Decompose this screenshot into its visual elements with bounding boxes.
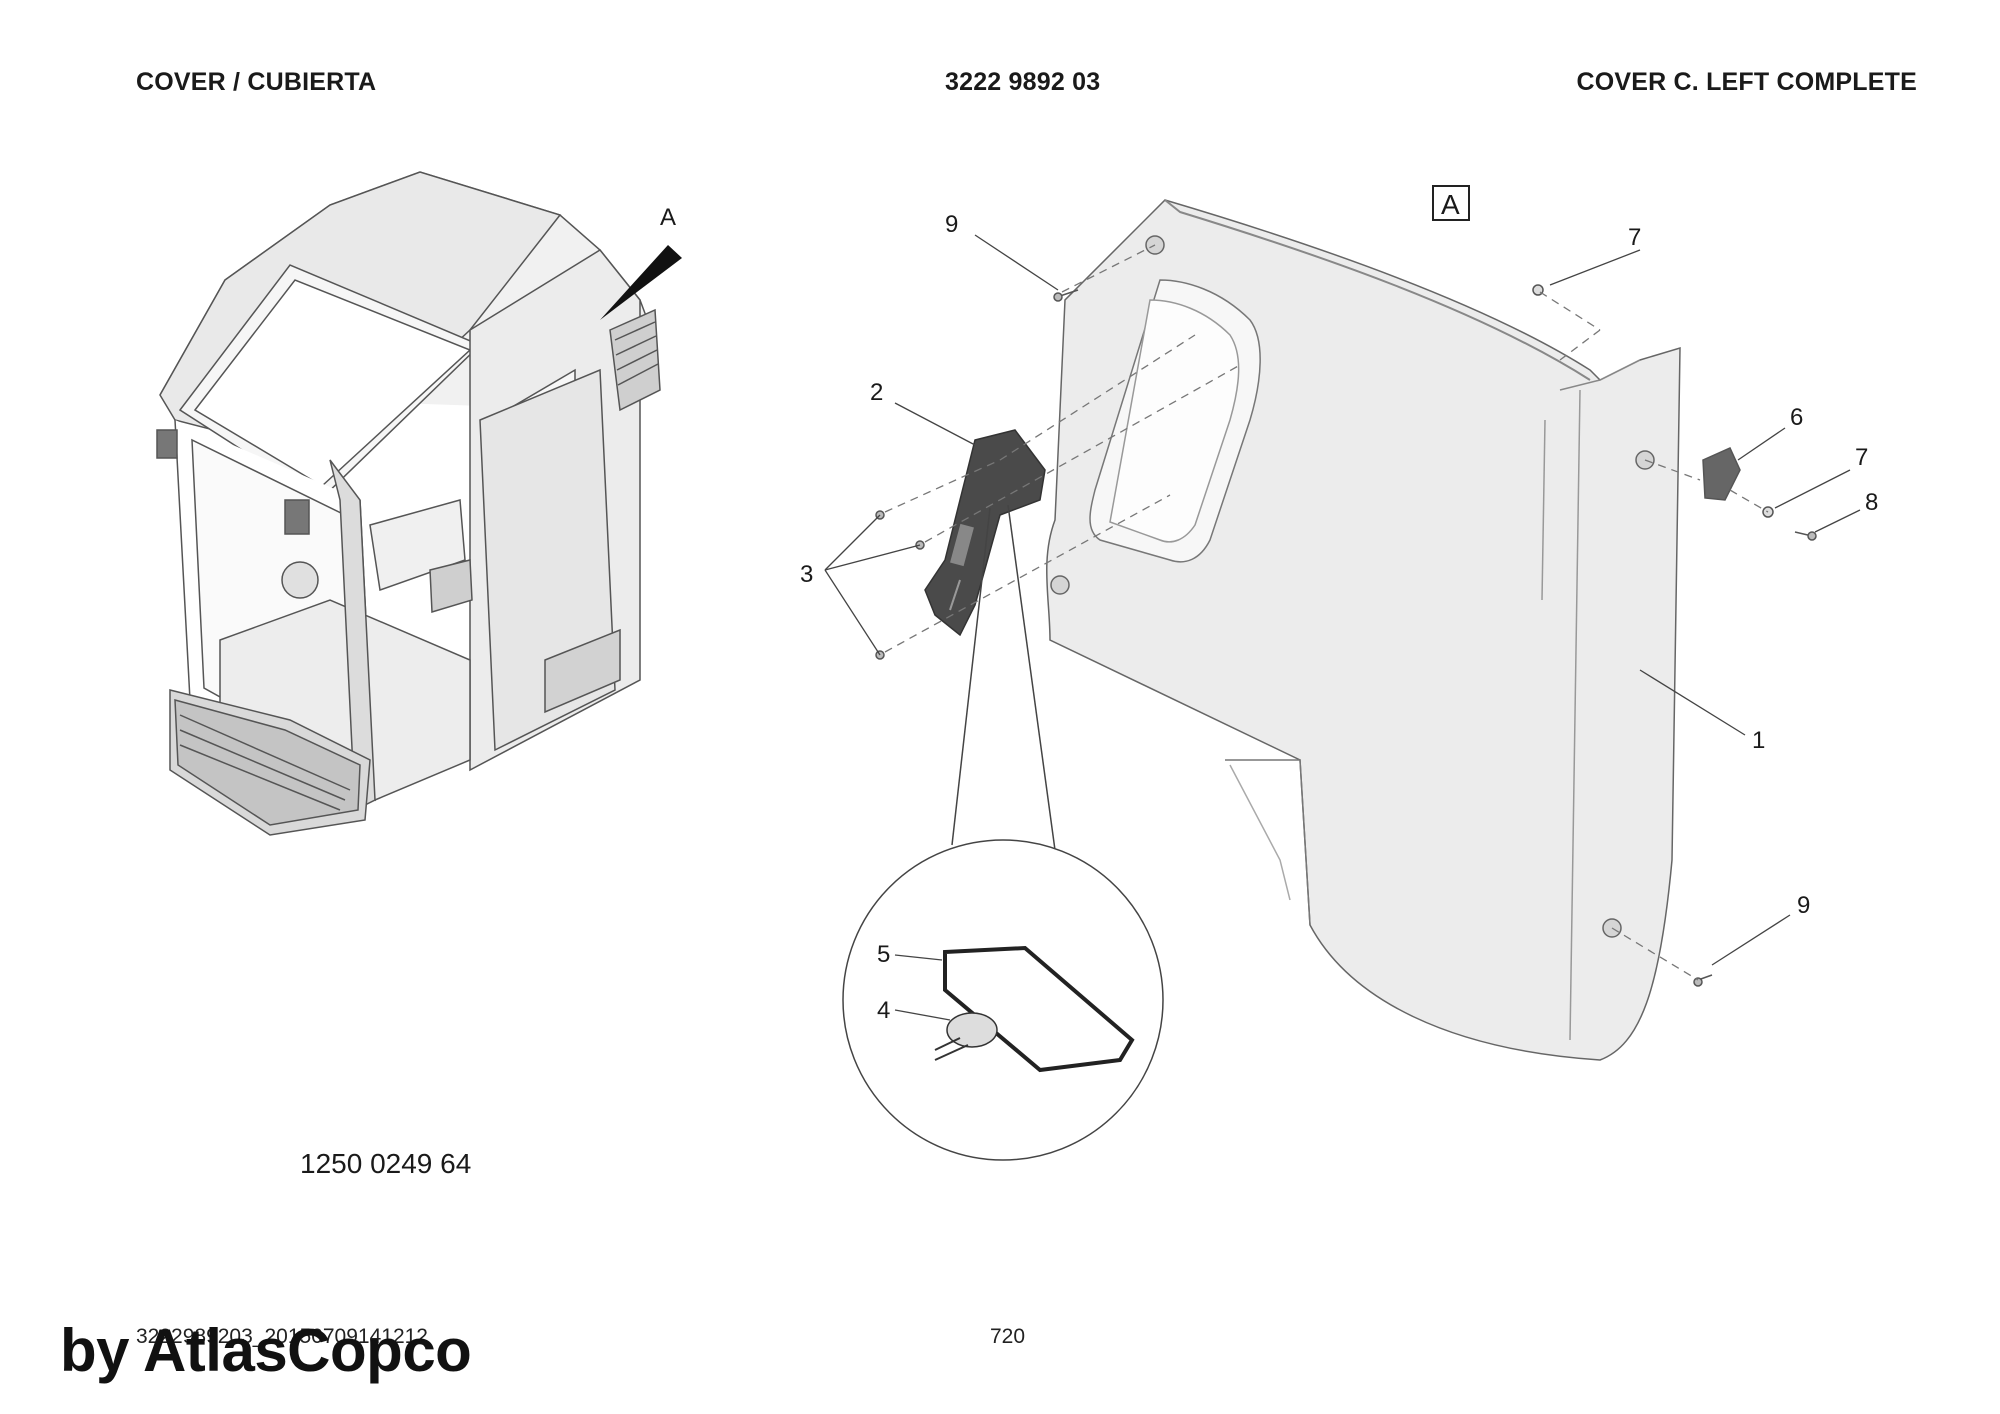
handle-part xyxy=(924,429,1046,637)
latch-6 xyxy=(1702,447,1741,501)
screw-9-top xyxy=(1053,289,1079,302)
detail-box-label: A xyxy=(1441,189,1460,220)
callout-9-top: 9 xyxy=(945,211,958,238)
screw-8 xyxy=(1794,531,1817,541)
alignment-lines xyxy=(884,244,1769,981)
header-title-left: COVER / CUBIERTA xyxy=(136,68,377,96)
callout-1: 1 xyxy=(1752,727,1765,754)
leader-lines xyxy=(824,234,1861,1021)
washer-7-right xyxy=(1762,506,1774,518)
view-marker-label: A xyxy=(660,204,676,231)
footer-document-code: 3222989203_20150709141212 xyxy=(136,1325,428,1348)
screw-9-bottom xyxy=(1693,974,1713,987)
cover-panel xyxy=(1045,199,1681,1061)
callout-8: 8 xyxy=(1865,489,1878,516)
detail-box-a: A xyxy=(1432,185,1470,221)
header-document-number: 3222 9892 03 xyxy=(945,68,1101,96)
callout-numbers: 9 7 2 3 6 7 8 1 9 5 4 xyxy=(800,211,1878,1024)
callout-6: 6 xyxy=(1790,404,1803,431)
callout-4: 4 xyxy=(877,997,890,1024)
callout-2: 2 xyxy=(870,379,883,406)
callout-9-bottom: 9 xyxy=(1797,892,1810,919)
callout-7-right: 7 xyxy=(1855,444,1868,471)
page-number: 720 xyxy=(990,1325,1026,1348)
cab-overview xyxy=(156,171,661,836)
callout-5: 5 xyxy=(877,941,890,968)
callout-7-top: 7 xyxy=(1628,224,1641,251)
assembly-part-number: 1250 0249 64 xyxy=(300,1148,472,1179)
watermark: by AtlasCopco xyxy=(60,1317,472,1384)
header-title-right: COVER C. LEFT COMPLETE xyxy=(1576,68,1917,96)
view-marker-a: A xyxy=(600,204,682,320)
detail-magnifier xyxy=(842,504,1164,1161)
callout-3: 3 xyxy=(800,561,813,588)
fasteners xyxy=(875,284,1817,987)
